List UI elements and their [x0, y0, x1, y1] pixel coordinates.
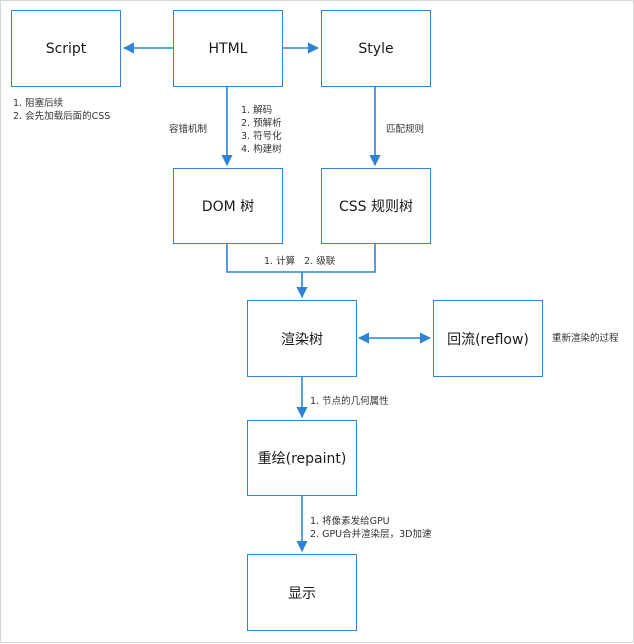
note-fault-tolerance: 容错机制 [169, 124, 208, 135]
node-style-label: Style [358, 40, 394, 57]
node-script: Script [11, 10, 121, 87]
note-gpu-line-2: 2. GPU合并渲染层，3D加速 [310, 529, 432, 540]
node-dom-tree-label: DOM 树 [201, 199, 255, 215]
node-render-tree-label: 渲染树 [281, 331, 323, 348]
node-css-rules: CSS 规则树 [321, 168, 431, 244]
node-repaint: 重绘(repaint) [247, 420, 357, 496]
node-script-label: Script [45, 40, 87, 57]
node-dom-tree: DOM 树 [173, 168, 283, 244]
note-gpu: 1. 将像素发给GPU 2. GPU合并渲染层，3D加速 [310, 515, 432, 541]
node-html-label: HTML [208, 40, 248, 57]
note-script-line-1: 1. 阻塞后续 [13, 98, 64, 109]
note-script-line-2: 2. 会先加载后面的CSS [13, 111, 111, 122]
note-reflow-desc: 重新渲染的过程 [552, 333, 619, 344]
note-html-parse-line-2: 2. 预解析 [241, 118, 282, 129]
node-reflow: 回流(reflow) [433, 300, 543, 377]
note-html-parse-line-3: 3. 符号化 [241, 131, 282, 142]
node-reflow-label: 回流(reflow) [447, 331, 529, 348]
node-html: HTML [173, 10, 283, 87]
note-html-parse: 1. 解码 2. 预解析 3. 符号化 4. 构建树 [241, 104, 282, 156]
note-html-parse-line-1: 1. 解码 [241, 105, 273, 116]
node-display-label: 显示 [288, 585, 316, 602]
node-css-rules-label: CSS 规则树 [339, 199, 413, 215]
node-render-tree: 渲染树 [247, 300, 357, 377]
note-html-parse-line-4: 4. 构建树 [241, 144, 282, 155]
note-gpu-line-1: 1. 将像素发给GPU [310, 516, 390, 527]
note-script: 1. 阻塞后续 2. 会先加载后面的CSS [13, 97, 110, 123]
node-style: Style [321, 10, 431, 87]
note-match-rules: 匹配规则 [386, 124, 425, 135]
connector-merge [226, 244, 376, 273]
node-repaint-label: 重绘(repaint) [257, 451, 347, 467]
note-compute-cascade: 1. 计算 2. 级联 [264, 256, 336, 267]
note-geometry: 1. 节点的几何属性 [310, 396, 389, 407]
node-display: 显示 [247, 554, 357, 631]
